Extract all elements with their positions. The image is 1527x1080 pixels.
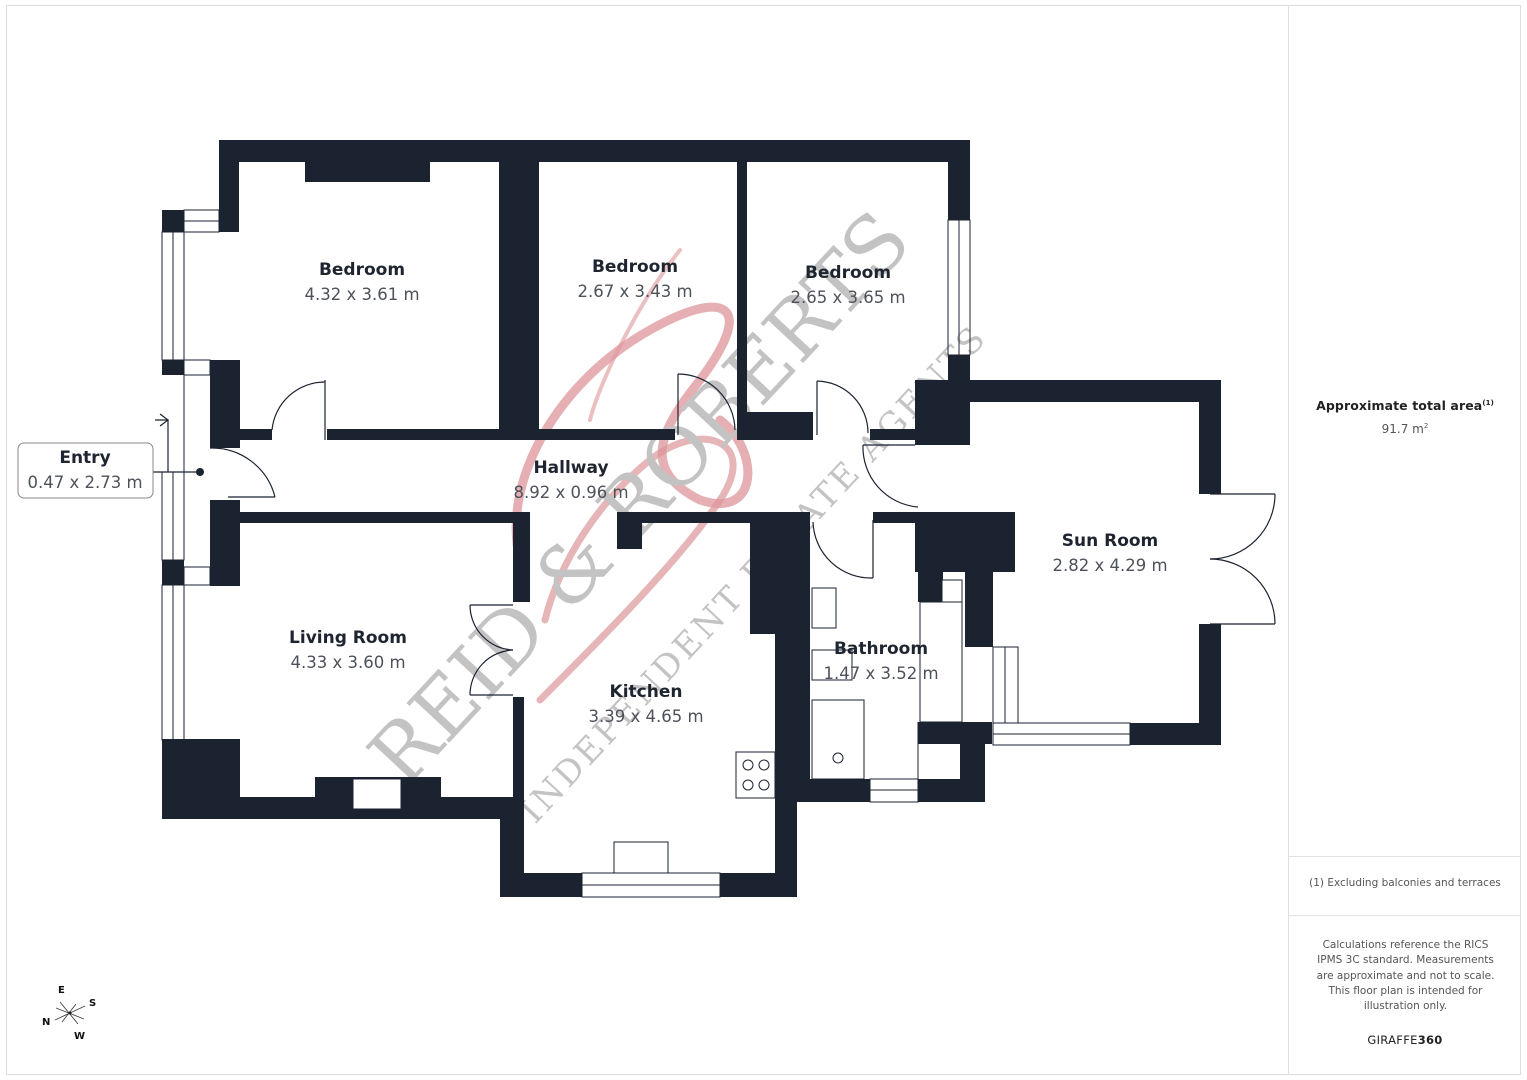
hob-burner: [742, 779, 754, 791]
side-divider: [1289, 856, 1521, 857]
room-dimensions: 4.33 x 3.60 m: [290, 653, 405, 672]
room-name: Bathroom: [834, 639, 928, 659]
area-footnote-marker: (1): [1482, 398, 1494, 407]
area-title-text: Approximate total area: [1316, 398, 1483, 413]
area-value-text: 91.7 m: [1381, 422, 1424, 436]
total-area-block: Approximate total area(1) 91.7 m2: [1289, 398, 1521, 436]
room-name: Entry: [59, 448, 110, 468]
area-value: 91.7 m2: [1289, 422, 1521, 436]
side-divider: [1289, 915, 1521, 916]
bathroom-cupboard: [941, 579, 963, 603]
room-name: Bedroom: [592, 257, 678, 277]
compass-north: N: [42, 1017, 50, 1028]
room-labels: Bedroom 4.32 x 3.61 m Bedroom 2.67 x 3.4…: [27, 257, 1167, 726]
room-dimensions: 3.39 x 4.65 m: [588, 707, 703, 726]
room-sun-room: Sun Room 2.82 x 4.29 m: [1052, 531, 1167, 575]
room-bathroom: Bathroom 1.47 x 3.52 m: [823, 639, 938, 683]
room-bedroom-2: Bedroom 2.67 x 3.43 m: [577, 257, 692, 301]
kitchen-sink: [613, 841, 669, 874]
room-dimensions: 2.67 x 3.43 m: [577, 282, 692, 301]
room-dimensions: 2.65 x 3.65 m: [790, 288, 905, 307]
room-kitchen: Kitchen 3.39 x 4.65 m: [588, 682, 703, 726]
room-dimensions: 0.47 x 2.73 m: [27, 473, 142, 492]
area-title: Approximate total area(1): [1289, 398, 1521, 413]
room-name: Hallway: [533, 458, 608, 478]
room-living-room: Living Room 4.33 x 3.60 m: [289, 628, 407, 672]
hob-burner: [742, 759, 754, 771]
room-name: Bedroom: [805, 263, 891, 283]
room-dimensions: 8.92 x 0.96 m: [513, 483, 628, 502]
washbasin: [811, 587, 837, 629]
bathtub: [919, 601, 963, 723]
shower-tray: [811, 699, 865, 780]
room-dimensions: 1.47 x 3.52 m: [823, 664, 938, 683]
entry-point-marker: [196, 468, 204, 476]
room-name: Sun Room: [1062, 531, 1159, 551]
fireplace: [352, 778, 402, 810]
side-panel: Approximate total area(1) 91.7 m2 (1) Ex…: [1288, 5, 1521, 1075]
room-dimensions: 2.82 x 4.29 m: [1052, 556, 1167, 575]
hob: [735, 751, 776, 799]
entry-label-box: [17, 442, 154, 499]
room-bedroom-3: Bedroom 2.65 x 3.65 m: [790, 263, 905, 307]
floor-plan: REID & ROBERTS INDEPENDENT ESTATE AGENTS: [17, 140, 1276, 1042]
doors: [153, 373, 1276, 696]
hob-burner: [758, 779, 770, 791]
walls: [162, 140, 1221, 897]
hob-burner: [758, 759, 770, 771]
room-name: Bedroom: [319, 260, 405, 280]
room-bedroom-1: Bedroom 4.32 x 3.61 m: [304, 260, 419, 304]
page-frame: [6, 5, 1521, 1075]
room-hallway: Hallway 8.92 x 0.96 m: [513, 458, 628, 502]
brand-bold: 360: [1417, 1033, 1443, 1047]
compass-west: W: [74, 1031, 85, 1042]
disclaimer: Calculations reference the RICS IPMS 3C …: [1316, 939, 1495, 1013]
area-unit-sup: 2: [1423, 422, 1429, 430]
brand-light: GIRAFFE: [1367, 1033, 1418, 1047]
giraffe360-logo: GIRAFFE360: [1289, 1033, 1521, 1047]
compass-east: E: [58, 985, 65, 996]
compass: E S N W: [42, 985, 96, 1042]
room-name: Kitchen: [610, 682, 683, 702]
watermark-monogram: [511, 248, 753, 704]
fixtures: [352, 579, 963, 874]
shower-drain: [832, 752, 844, 764]
toilet: [811, 649, 853, 681]
room-name: Living Room: [289, 628, 407, 648]
room-entry: Entry 0.47 x 2.73 m: [27, 448, 142, 492]
compass-south: S: [89, 998, 96, 1009]
area-footnote: (1) Excluding balconies and terraces: [1309, 877, 1501, 889]
room-dimensions: 4.32 x 3.61 m: [304, 285, 419, 304]
